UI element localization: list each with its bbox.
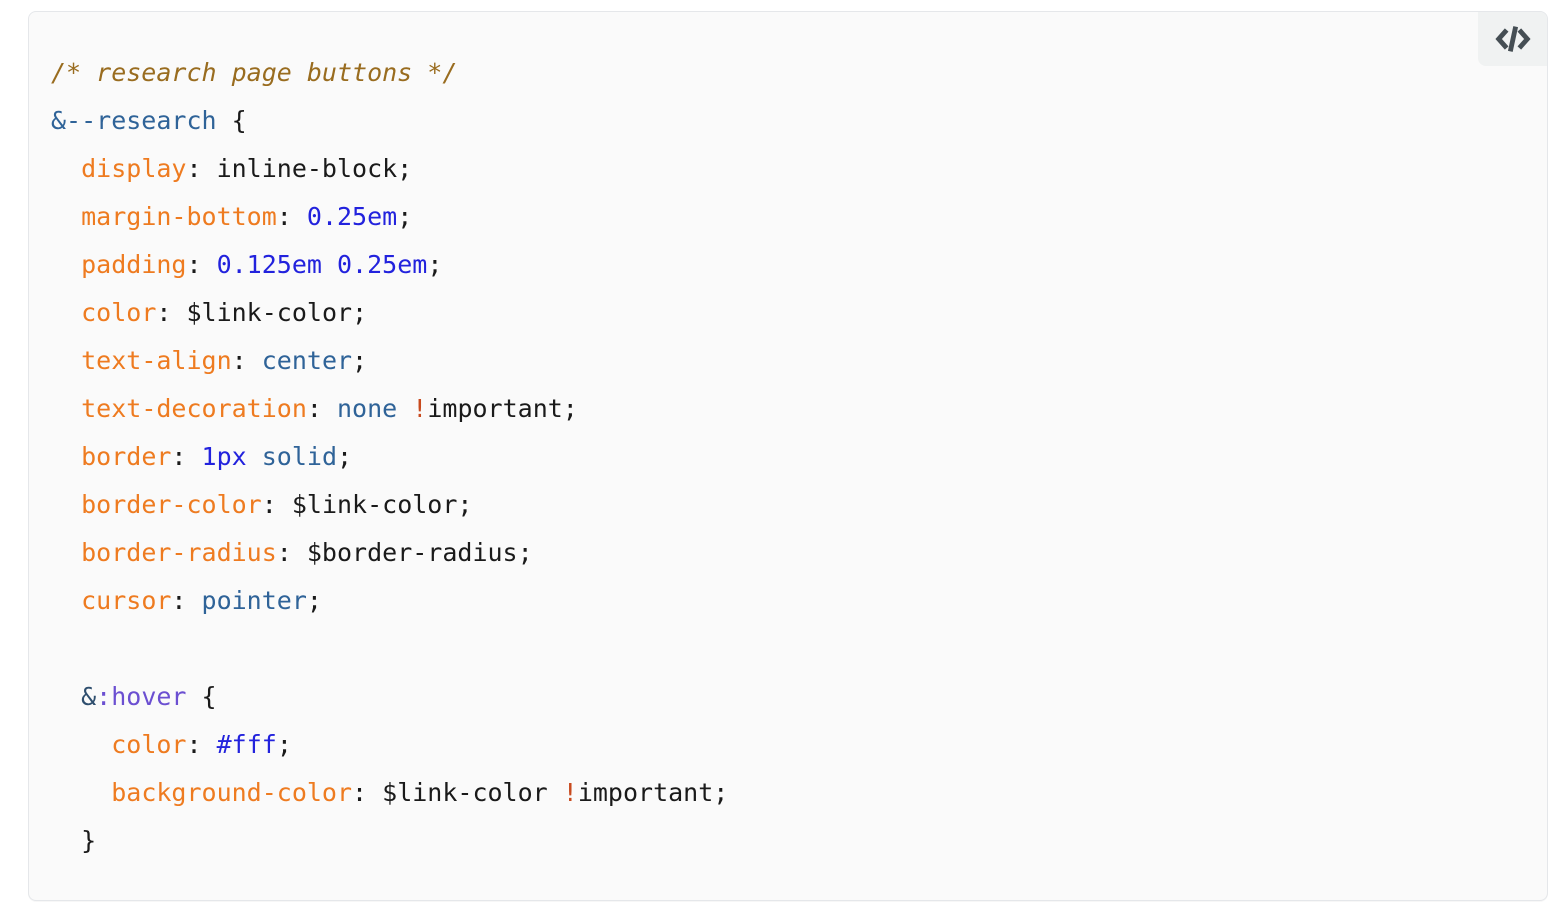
code-line: &:hover { [51, 673, 1457, 721]
code-token: background-color [111, 778, 353, 807]
code-token [51, 778, 111, 807]
code-token: text-align [81, 346, 232, 375]
code-token: : [171, 586, 202, 615]
code-token [322, 250, 337, 279]
code-token: border [81, 442, 172, 471]
code-token: : [186, 730, 217, 759]
code-token [51, 394, 81, 423]
code-token: :hover [96, 682, 187, 711]
code-token: color [81, 298, 157, 327]
code-slash-icon [1494, 26, 1531, 52]
code-line: display: inline-block; [51, 145, 1457, 193]
code-token: : $link-color; [261, 490, 473, 519]
code-line: &--research { [51, 97, 1457, 145]
code-token: : $link-color; [156, 298, 368, 327]
code-line: text-decoration: none !important; [51, 385, 1457, 433]
code-line: text-align: center; [51, 337, 1457, 385]
code-token: : $link-color [352, 778, 563, 807]
code-token [51, 490, 81, 519]
code-token [51, 586, 81, 615]
code-token: : [231, 346, 262, 375]
code-token: : [276, 202, 307, 231]
code-token: none [337, 394, 398, 423]
code-token: ; [306, 586, 322, 615]
code-token [51, 730, 111, 759]
code-token: important; [427, 394, 578, 423]
code-token: } [51, 826, 97, 855]
code-token: pointer [201, 586, 307, 615]
code-token: : [306, 394, 337, 423]
code-line: padding: 0.125em 0.25em; [51, 241, 1457, 289]
code-token [247, 442, 262, 471]
code-token: ; [337, 442, 353, 471]
code-token [51, 250, 81, 279]
code-token: ; [427, 250, 443, 279]
code-token: border-radius [81, 538, 277, 567]
code-line: cursor: pointer; [51, 577, 1457, 625]
code-token [51, 202, 81, 231]
code-token: & [81, 682, 97, 711]
code-line: /* research page buttons */ [51, 49, 1457, 97]
code-line: } [51, 817, 1457, 865]
copy-code-button[interactable] [1478, 12, 1547, 66]
code-token: { [216, 106, 247, 135]
code-line: margin-bottom: 0.25em; [51, 193, 1457, 241]
code-line: color: #fff; [51, 721, 1457, 769]
code-token: padding [81, 250, 187, 279]
code-token: : inline-block; [186, 154, 413, 183]
code-line: border-color: $link-color; [51, 481, 1457, 529]
code-line: border-radius: $border-radius; [51, 529, 1457, 577]
code-token: : [186, 250, 217, 279]
code-line: background-color: $link-color !important… [51, 769, 1457, 817]
code-token: #fff [216, 730, 277, 759]
code-token: margin-bottom [81, 202, 277, 231]
code-token: /* research page buttons */ [51, 58, 458, 87]
code-token: ; [397, 202, 413, 231]
code-token [51, 442, 81, 471]
code-content: /* research page buttons */ &--research {… [29, 12, 1547, 900]
code-token: 0.125em [216, 250, 322, 279]
code-token: important; [577, 778, 729, 807]
code-token [51, 538, 81, 567]
code-token: ! [562, 778, 578, 807]
code-line: border: 1px solid; [51, 433, 1457, 481]
code-token: : $border-radius; [276, 538, 533, 567]
code-block: /* research page buttons */ &--research {… [28, 11, 1548, 901]
code-token [51, 154, 81, 183]
code-token: ! [412, 394, 428, 423]
code-token: ; [352, 346, 368, 375]
code-token: 0.25em [337, 250, 428, 279]
code-token: 1px [201, 442, 247, 471]
code-token: 0.25em [306, 202, 398, 231]
code-token: { [186, 682, 217, 711]
code-token: text-decoration [81, 394, 307, 423]
code-token: center [261, 346, 353, 375]
code-line: color: $link-color; [51, 289, 1457, 337]
code-token: solid [261, 442, 338, 471]
code-token [51, 298, 81, 327]
code-line [51, 625, 1457, 673]
code-token [51, 346, 81, 375]
code-token: border-color [81, 490, 262, 519]
code-token: display [81, 154, 187, 183]
code-token: : [171, 442, 202, 471]
code-token: color [111, 730, 187, 759]
code-token: &--research [51, 106, 217, 135]
code-token: ; [276, 730, 292, 759]
code-token: cursor [81, 586, 172, 615]
code-token [51, 682, 81, 711]
code-token [397, 394, 412, 423]
